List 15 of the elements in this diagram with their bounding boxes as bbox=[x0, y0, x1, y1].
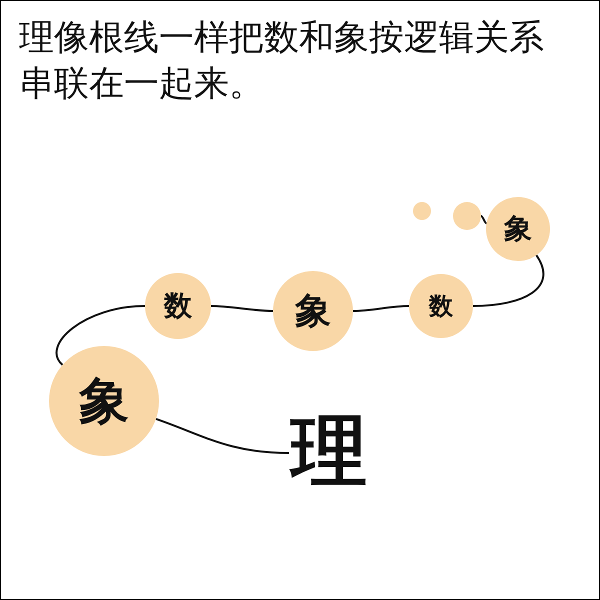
character: 数 bbox=[429, 294, 453, 318]
character: 象 bbox=[504, 215, 532, 243]
thread-line bbox=[210, 305, 274, 312]
circle bbox=[453, 202, 481, 230]
title: 理像根线一样把数和象按逻辑关系串联在一起来。 bbox=[19, 17, 545, 106]
thread-line bbox=[480, 215, 488, 224]
character: 数 bbox=[164, 292, 192, 320]
thread-line bbox=[56, 305, 146, 366]
thread-line bbox=[472, 254, 544, 307]
character: 象 bbox=[79, 376, 129, 426]
character: 象 bbox=[295, 293, 331, 329]
circle bbox=[413, 202, 431, 220]
character-text: 理 bbox=[291, 413, 367, 489]
thread-line bbox=[156, 418, 290, 454]
thread-line bbox=[352, 305, 410, 312]
